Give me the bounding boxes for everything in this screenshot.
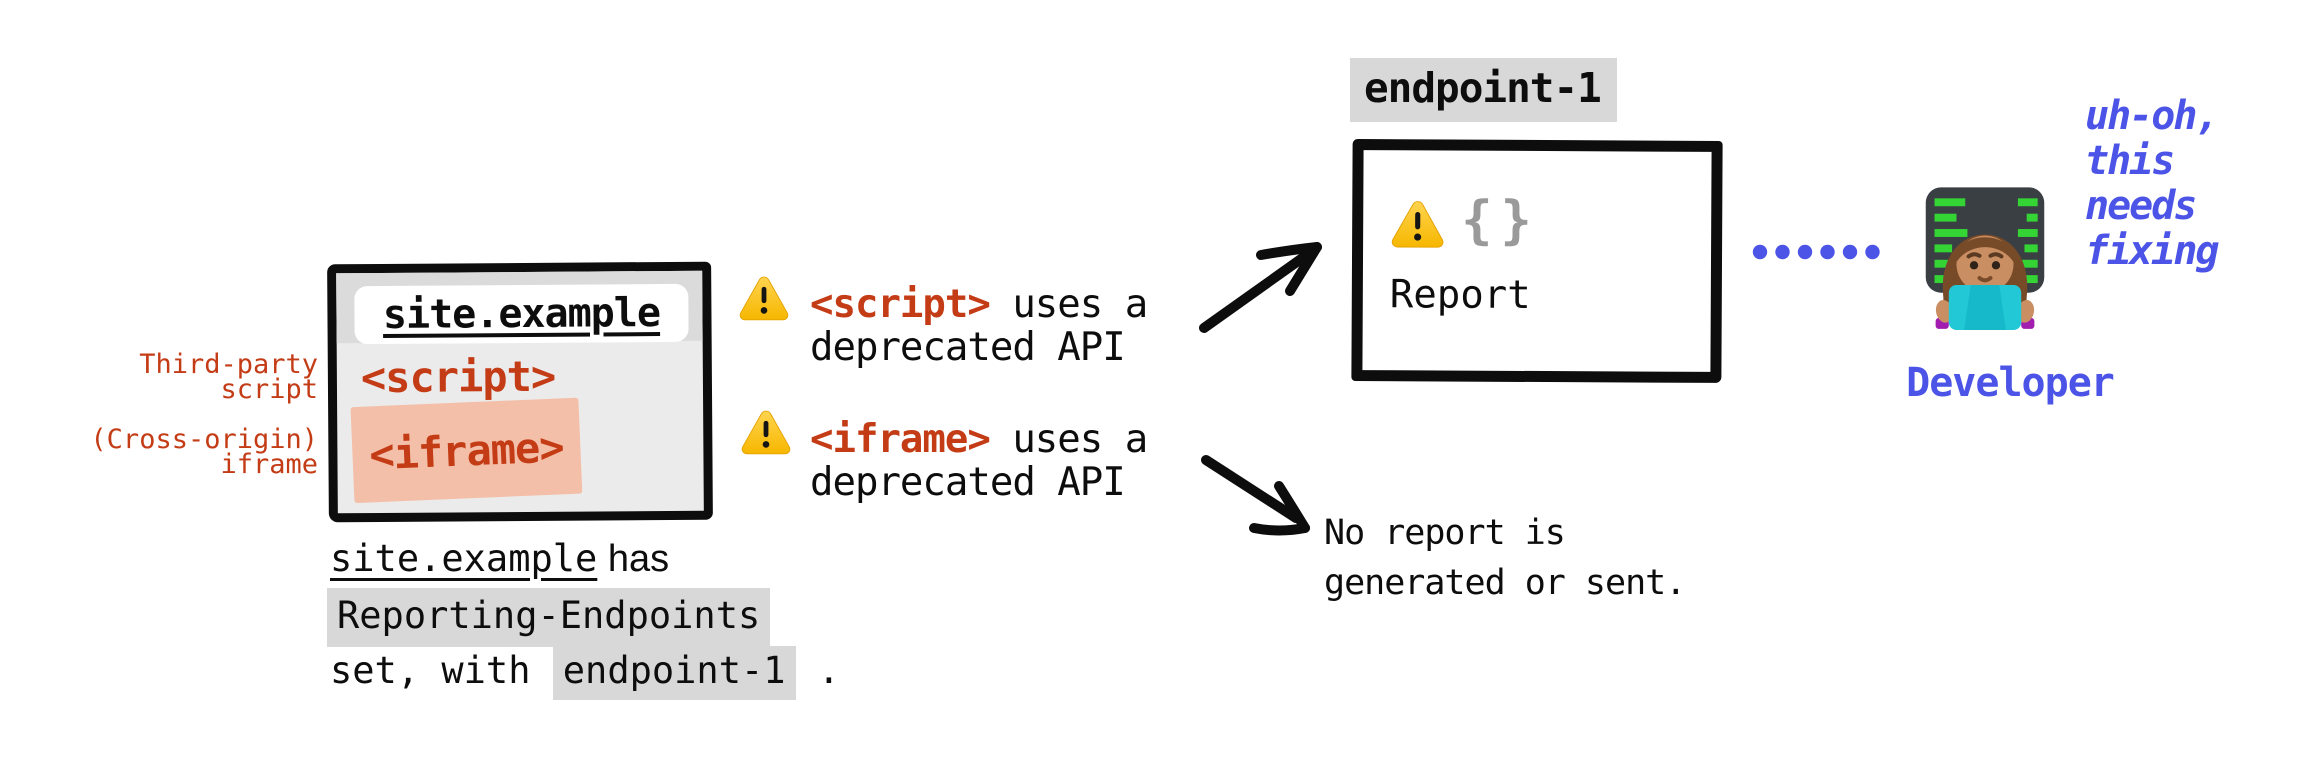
developer-label: Developer xyxy=(1906,360,2115,406)
caption-line-2: Reporting-Endpoints xyxy=(327,588,771,647)
developer-thought-text: uh-oh, this needs fixing xyxy=(2085,93,2219,274)
reporting-endpoints-chip: Reporting-Endpoints xyxy=(327,588,771,647)
woman-technologist-emoji xyxy=(1925,187,2045,330)
browser-window: site.example <script> <iframe> xyxy=(327,261,713,523)
endpoint-box: {} Report xyxy=(1351,139,1723,383)
cross-origin-iframe-label: (Cross-origin) iframe xyxy=(90,424,318,480)
caption-line-1: site.example has xyxy=(330,536,669,582)
caption-site-url: site.example xyxy=(330,537,598,580)
caption-has: has xyxy=(597,538,670,580)
address-bar: site.example xyxy=(354,283,689,345)
warning-iframe-tag: <iframe> xyxy=(810,417,991,462)
warning-text-script: <script> uses a deprecated API xyxy=(810,282,1148,370)
iframe-tag-label: <iframe> xyxy=(368,421,565,479)
caption-period: . xyxy=(795,649,841,692)
dotted-line xyxy=(1752,244,1880,260)
warning-icon xyxy=(739,276,789,321)
caption-endpoint-chip: endpoint-1 xyxy=(552,646,796,700)
warning-script-tag: <script> xyxy=(810,282,991,327)
warning-icon xyxy=(741,410,791,455)
caption-set-with: set, with xyxy=(330,649,553,692)
json-braces-icon: {} xyxy=(1461,190,1540,252)
report-label: Report xyxy=(1389,272,1531,318)
arrow-to-no-report xyxy=(1201,455,1310,536)
site-url: site.example xyxy=(382,290,661,338)
arrow-to-endpoint xyxy=(1199,242,1322,333)
endpoint-1-chip: endpoint-1 xyxy=(1350,58,1617,122)
third-party-script-label: Third-party script xyxy=(139,349,318,405)
warning-text-iframe: <iframe> uses a deprecated API xyxy=(810,417,1148,505)
script-tag-label: <script> xyxy=(360,351,556,403)
no-report-text: No report is generated or sent. xyxy=(1324,513,1686,603)
iframe-highlight: <iframe> xyxy=(350,397,583,504)
warning-icon xyxy=(1391,201,1444,248)
caption-line-3: set, with endpoint-1 . xyxy=(330,646,840,700)
